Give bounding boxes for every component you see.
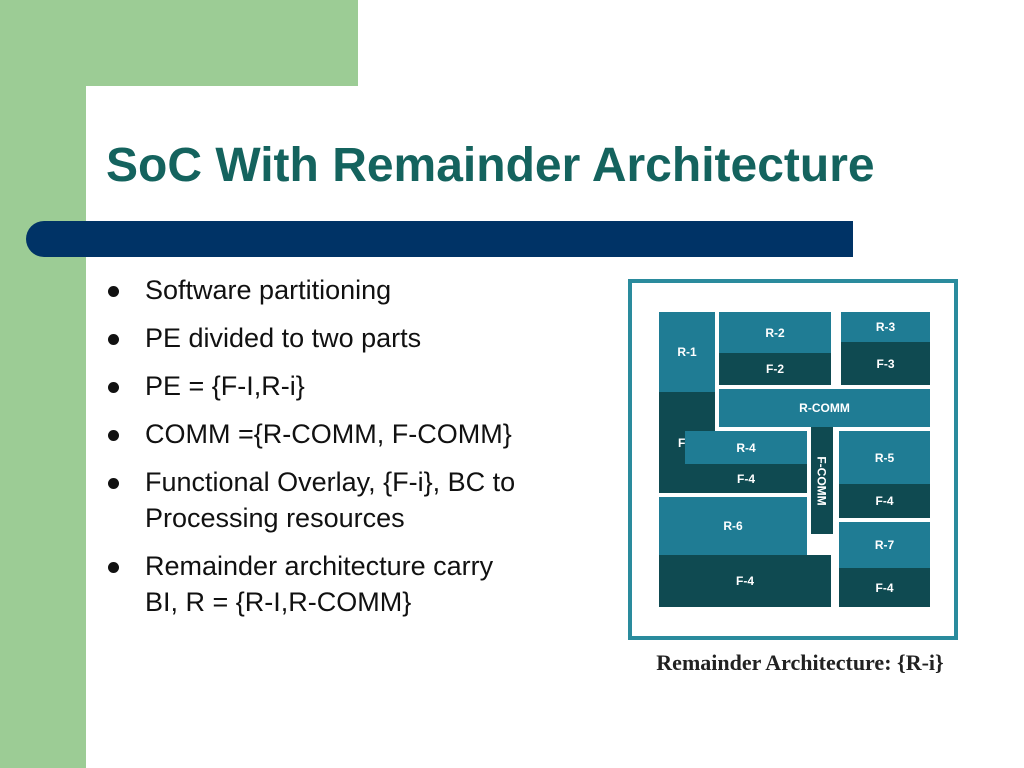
block-f2: F-2 [719, 353, 831, 385]
block-r4: R-4 [685, 431, 807, 464]
bullet-text: PE = {F-I,R-i} [145, 371, 305, 401]
block-r1: R-1 [659, 312, 715, 392]
slide-title: SoC With Remainder Architecture [106, 139, 875, 192]
block-f4-d: F-4 [839, 568, 930, 607]
block-r7: R-7 [839, 522, 930, 568]
bullet-text: COMM ={R-COMM, F-COMM} [145, 419, 512, 449]
bullet-dot-icon [108, 430, 119, 441]
bullet-item: COMM ={R-COMM, F-COMM} [108, 416, 613, 452]
decorative-green-band [0, 0, 86, 768]
bullet-list: Software partitioning PE divided to two … [108, 272, 613, 632]
block-f4-c: F-4 [659, 555, 831, 607]
title-rule-bar [26, 221, 853, 257]
block-r5: R-5 [839, 431, 930, 484]
bullet-text-continued: Processing resources [145, 503, 405, 533]
block-f4-a: F-4 [685, 464, 807, 493]
bullet-dot-icon [108, 562, 119, 573]
bullet-item: PE divided to two parts [108, 320, 613, 356]
decorative-green-corner [86, 0, 358, 86]
block-f4-b: F-4 [839, 484, 930, 518]
bullet-dot-icon [108, 334, 119, 345]
bullet-text: Remainder architecture carry [145, 551, 494, 581]
bullet-item: Functional Overlay, {F-i}, BC to Processi… [108, 464, 613, 536]
architecture-diagram-frame: R-1 F-1 R-2 F-2 R-3 F-3 R-COMM F-COMM R-… [628, 279, 958, 640]
bullet-dot-icon [108, 382, 119, 393]
block-r3: R-3 [841, 312, 930, 342]
bullet-text: Functional Overlay, {F-i}, BC to [145, 467, 516, 497]
diagram-caption: Remainder Architecture: {R-i} [656, 650, 944, 675]
block-f-comm: F-COMM [811, 427, 833, 534]
bullet-text: Software partitioning [145, 275, 392, 305]
block-r2: R-2 [719, 312, 831, 353]
bullet-item: PE = {F-I,R-i} [108, 368, 613, 404]
block-r6: R-6 [659, 497, 807, 555]
decorative-white-curve [86, 86, 186, 186]
bullet-text-continued: BI, R = {R-I,R-COMM} [145, 587, 412, 617]
bullet-dot-icon [108, 478, 119, 489]
block-f3: F-3 [841, 342, 930, 385]
block-r-comm: R-COMM [719, 389, 930, 427]
bullet-text: PE divided to two parts [145, 323, 422, 353]
block-f-comm-label: F-COMM [815, 455, 830, 506]
bullet-dot-icon [108, 286, 119, 297]
bullet-item: Software partitioning [108, 272, 613, 308]
